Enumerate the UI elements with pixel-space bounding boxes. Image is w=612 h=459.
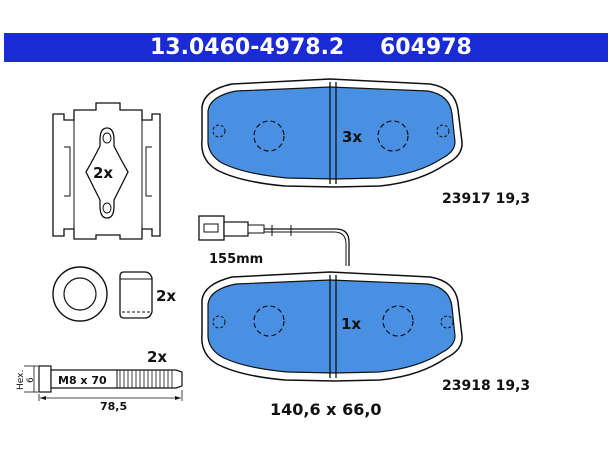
clip-quantity: 2x <box>93 164 113 182</box>
bolt-thread-size: M8 x 70 <box>58 374 107 387</box>
wear-sensor <box>198 215 350 266</box>
brake-pad-top: 3x <box>201 78 463 188</box>
sensor-length: 155mm <box>209 252 263 267</box>
bolt-quantity: 2x <box>147 348 167 366</box>
pad-hole <box>377 120 409 152</box>
bolt-length: 78,5 <box>100 400 127 413</box>
bolt: Hex. 6 M8 x 70 78,5 2x <box>16 348 183 413</box>
pad-friction-material <box>207 279 456 374</box>
bolt-head <box>38 365 52 393</box>
sensor-connector <box>198 215 225 241</box>
sleeve: 2x <box>52 266 176 322</box>
sensor-wire <box>264 228 350 266</box>
top-pad-quantity: 3x <box>342 128 362 146</box>
bottom-pad-code: 23918 19,3 <box>442 378 530 394</box>
bolt-hex-value: 6 <box>26 377 36 383</box>
pad-hole <box>382 305 414 337</box>
header-bar: 13.0460-4978.2 604978 <box>4 33 608 62</box>
sleeve-quantity: 2x <box>156 287 176 305</box>
pad-hole <box>253 120 285 152</box>
part-number: 13.0460-4978.2 <box>150 35 345 60</box>
reference-number: 604978 <box>380 35 472 60</box>
bolt-hex-label: Hex. <box>16 370 26 390</box>
pad-friction-material <box>207 86 456 180</box>
pad-dimensions: 140,6 x 66,0 <box>270 400 382 419</box>
bolt-thread <box>119 370 173 388</box>
brake-pad-bottom: 1x <box>201 271 463 382</box>
pad-hole <box>253 305 285 337</box>
clip-spring <box>85 127 129 219</box>
sleeve-side-view <box>119 271 153 319</box>
bottom-pad-quantity: 1x <box>341 315 361 333</box>
spring-clip: 2x <box>52 102 161 240</box>
top-pad-code: 23917 19,3 <box>442 191 530 207</box>
